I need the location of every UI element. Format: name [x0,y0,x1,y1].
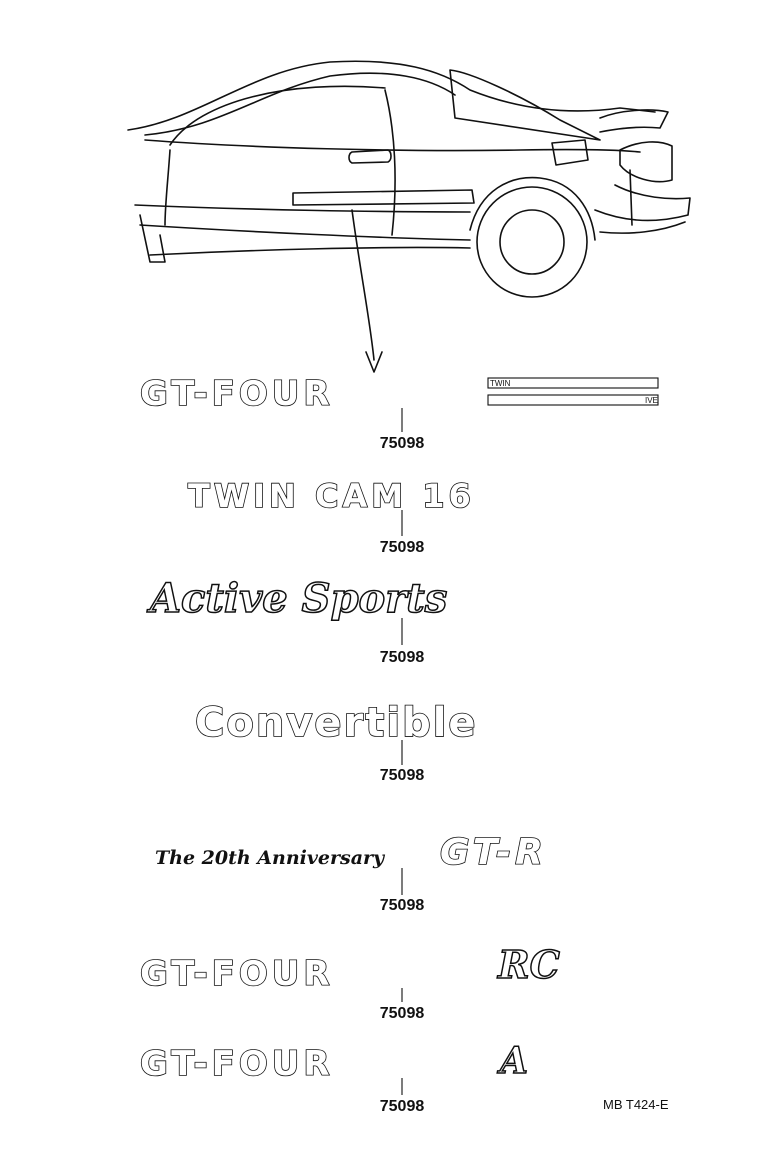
emblem-twin-cam-16: TWIN CAM 16 75098 [187,476,475,556]
stripe-upper [487,377,659,389]
emblem-script: The 20th Anniversary [155,847,386,869]
part-number: 75098 [380,1005,425,1022]
part-number: 75098 [380,539,425,556]
emblem-text: Convertible [195,700,478,746]
emblem-gt-four-a: GT-FOUR A 75098 [139,1039,528,1115]
part-number: 75098 [380,767,425,784]
part-number: 75098 [380,649,425,666]
stripe-label-bottom: IVE [645,396,658,405]
emblem-text: GT-FOUR [140,374,334,414]
emblem-20th-anniversary-gt-r: The 20th Anniversary GT-R 75098 [155,831,547,914]
emblem-suffix: RC [497,942,560,987]
emblem-text: Active Sports [146,575,447,622]
stripe-label-top: TWIN [490,379,511,388]
part-number: 75098 [380,897,425,914]
emblem-text: GT-FOUR [140,1044,334,1084]
emblem-active-sports: Active Sports 75098 [145,574,448,666]
diagram-code: MB T424-E [603,1097,669,1112]
car-illustration [127,60,691,373]
part-number: 75098 [380,435,425,452]
emblem-gt-four-stripe: GT-FOUR TWIN IVE 75098 [139,373,659,452]
stripe-lower [487,394,659,406]
emblem-suffix: A [497,1040,528,1082]
part-number: 75098 [380,1098,425,1115]
emblem-text: TWIN CAM 16 [188,477,475,515]
emblem-text: GT-FOUR [140,954,334,994]
emblem-convertible: Convertible 75098 [194,699,478,784]
emblem-text: GT-R [440,832,547,873]
emblem-gt-four-rc: GT-FOUR RC 75098 [139,941,560,1022]
